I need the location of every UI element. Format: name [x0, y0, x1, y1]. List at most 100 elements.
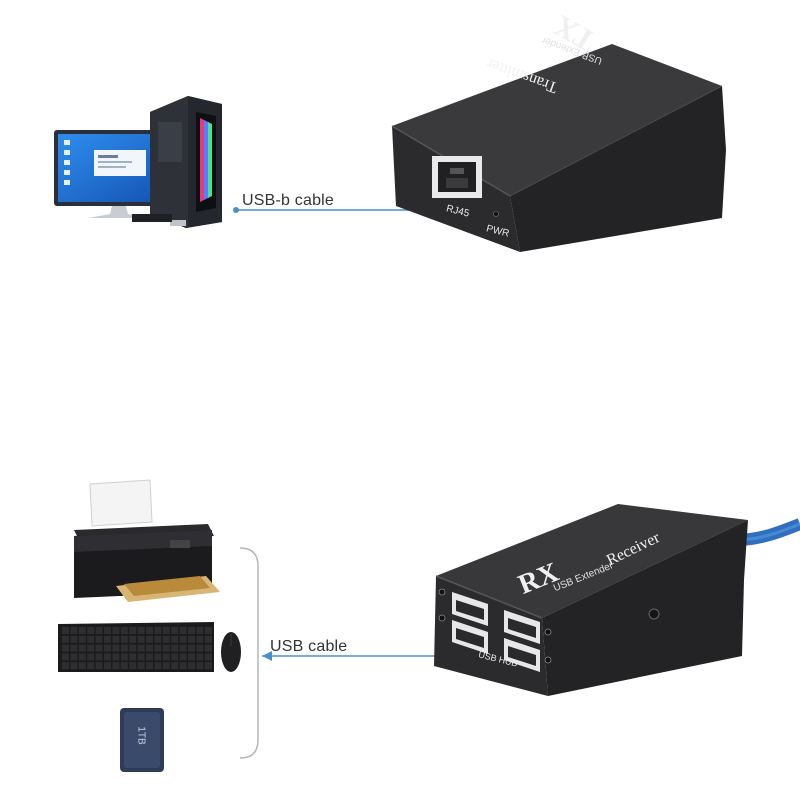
keyboard-key — [112, 627, 119, 634]
usb-cable-label: USB cable — [270, 638, 347, 656]
keyboard-key — [112, 636, 119, 643]
keyboard-key — [154, 627, 161, 634]
keyboard-key — [180, 627, 187, 634]
keyboard-key — [171, 627, 178, 634]
transmitter-device — [392, 44, 726, 252]
keyboard-key — [104, 627, 111, 634]
keyboard-key — [171, 645, 178, 652]
keyboard-key — [129, 636, 136, 643]
receiver-device — [434, 504, 748, 696]
keyboard-key — [180, 662, 187, 669]
keyboard-key — [62, 645, 69, 652]
keyboard-key — [180, 645, 187, 652]
keyboard-key — [154, 662, 161, 669]
keyboard-key — [87, 645, 94, 652]
keyboard-key — [104, 653, 111, 660]
keyboard-key — [87, 653, 94, 660]
keyboard-key — [96, 645, 103, 652]
keyboard-key — [79, 662, 86, 669]
keyboard-key — [121, 636, 128, 643]
mouse-icon — [221, 632, 241, 672]
keyboard-key — [205, 653, 212, 660]
keyboard-key — [70, 662, 77, 669]
keyboard-key — [138, 653, 145, 660]
peripherals-bracket — [240, 548, 258, 758]
keyboard-key — [146, 645, 153, 652]
keyboard-key — [129, 662, 136, 669]
keyboard-key — [121, 645, 128, 652]
keyboard-key — [70, 653, 77, 660]
keyboard-key — [87, 636, 94, 643]
keyboard-key — [171, 653, 178, 660]
keyboard-key — [79, 645, 86, 652]
keyboard-key — [188, 636, 195, 643]
keyboard-key — [79, 653, 86, 660]
usb-b-cable-label: USB-b cable — [242, 192, 334, 210]
keyboard-key — [205, 627, 212, 634]
keyboard-key — [163, 636, 170, 643]
cable-endpoint-dot — [233, 207, 239, 213]
keyboard-key — [154, 653, 161, 660]
keyboard-key — [112, 653, 119, 660]
keyboard-key — [196, 662, 203, 669]
keyboard-key — [96, 653, 103, 660]
keyboard-key — [205, 636, 212, 643]
keyboard-key — [205, 645, 212, 652]
keyboard-key — [79, 636, 86, 643]
keyboard-key — [70, 636, 77, 643]
keyboard-key — [180, 636, 187, 643]
keyboard-key — [121, 662, 128, 669]
keyboard-key — [154, 645, 161, 652]
keyboard-key — [196, 653, 203, 660]
keyboard-icon — [58, 622, 214, 672]
keyboard-key — [112, 662, 119, 669]
keyboard-key — [154, 636, 161, 643]
keyboard-key — [104, 645, 111, 652]
keyboard-key — [188, 653, 195, 660]
keyboard-key — [146, 627, 153, 634]
keyboard-key — [163, 645, 170, 652]
keyboard-key — [171, 662, 178, 669]
keyboard-key — [180, 653, 187, 660]
keyboard-key — [138, 636, 145, 643]
keyboard-key — [87, 627, 94, 634]
desktop-tower-icon — [150, 96, 222, 228]
keyboard-key — [163, 653, 170, 660]
keyboard-key — [121, 653, 128, 660]
keyboard-key — [196, 645, 203, 652]
keyboard-key — [146, 662, 153, 669]
keyboard-key — [79, 627, 86, 634]
keyboard-key — [62, 636, 69, 643]
keyboard-key — [87, 662, 94, 669]
drive-capacity-label: 1TB — [136, 726, 147, 744]
keyboard-key — [188, 645, 195, 652]
keyboard-key — [138, 645, 145, 652]
keyboard-key — [138, 662, 145, 669]
keyboard-key — [146, 636, 153, 643]
keyboard-key — [96, 662, 103, 669]
power-led-icon — [494, 212, 499, 217]
keyboard-key — [62, 653, 69, 660]
keyboard-key — [62, 627, 69, 634]
keyboard-key — [96, 636, 103, 643]
keyboard-key — [104, 662, 111, 669]
keyboard-key — [62, 662, 69, 669]
keyboard-key — [70, 645, 77, 652]
keyboard-icon — [132, 214, 172, 222]
keyboard-key — [70, 627, 77, 634]
keyboard-key — [196, 627, 203, 634]
keyboard-key — [188, 627, 195, 634]
keyboard-key — [121, 627, 128, 634]
keyboard-key — [104, 636, 111, 643]
keyboard-key — [205, 662, 212, 669]
keyboard-key — [188, 662, 195, 669]
keyboard-key — [171, 636, 178, 643]
keyboard-key — [129, 653, 136, 660]
printer-icon — [74, 480, 220, 602]
keyboard-key — [96, 627, 103, 634]
keyboard-key — [163, 627, 170, 634]
keyboard-key — [129, 627, 136, 634]
keyboard-key — [146, 653, 153, 660]
keyboard-key — [196, 636, 203, 643]
